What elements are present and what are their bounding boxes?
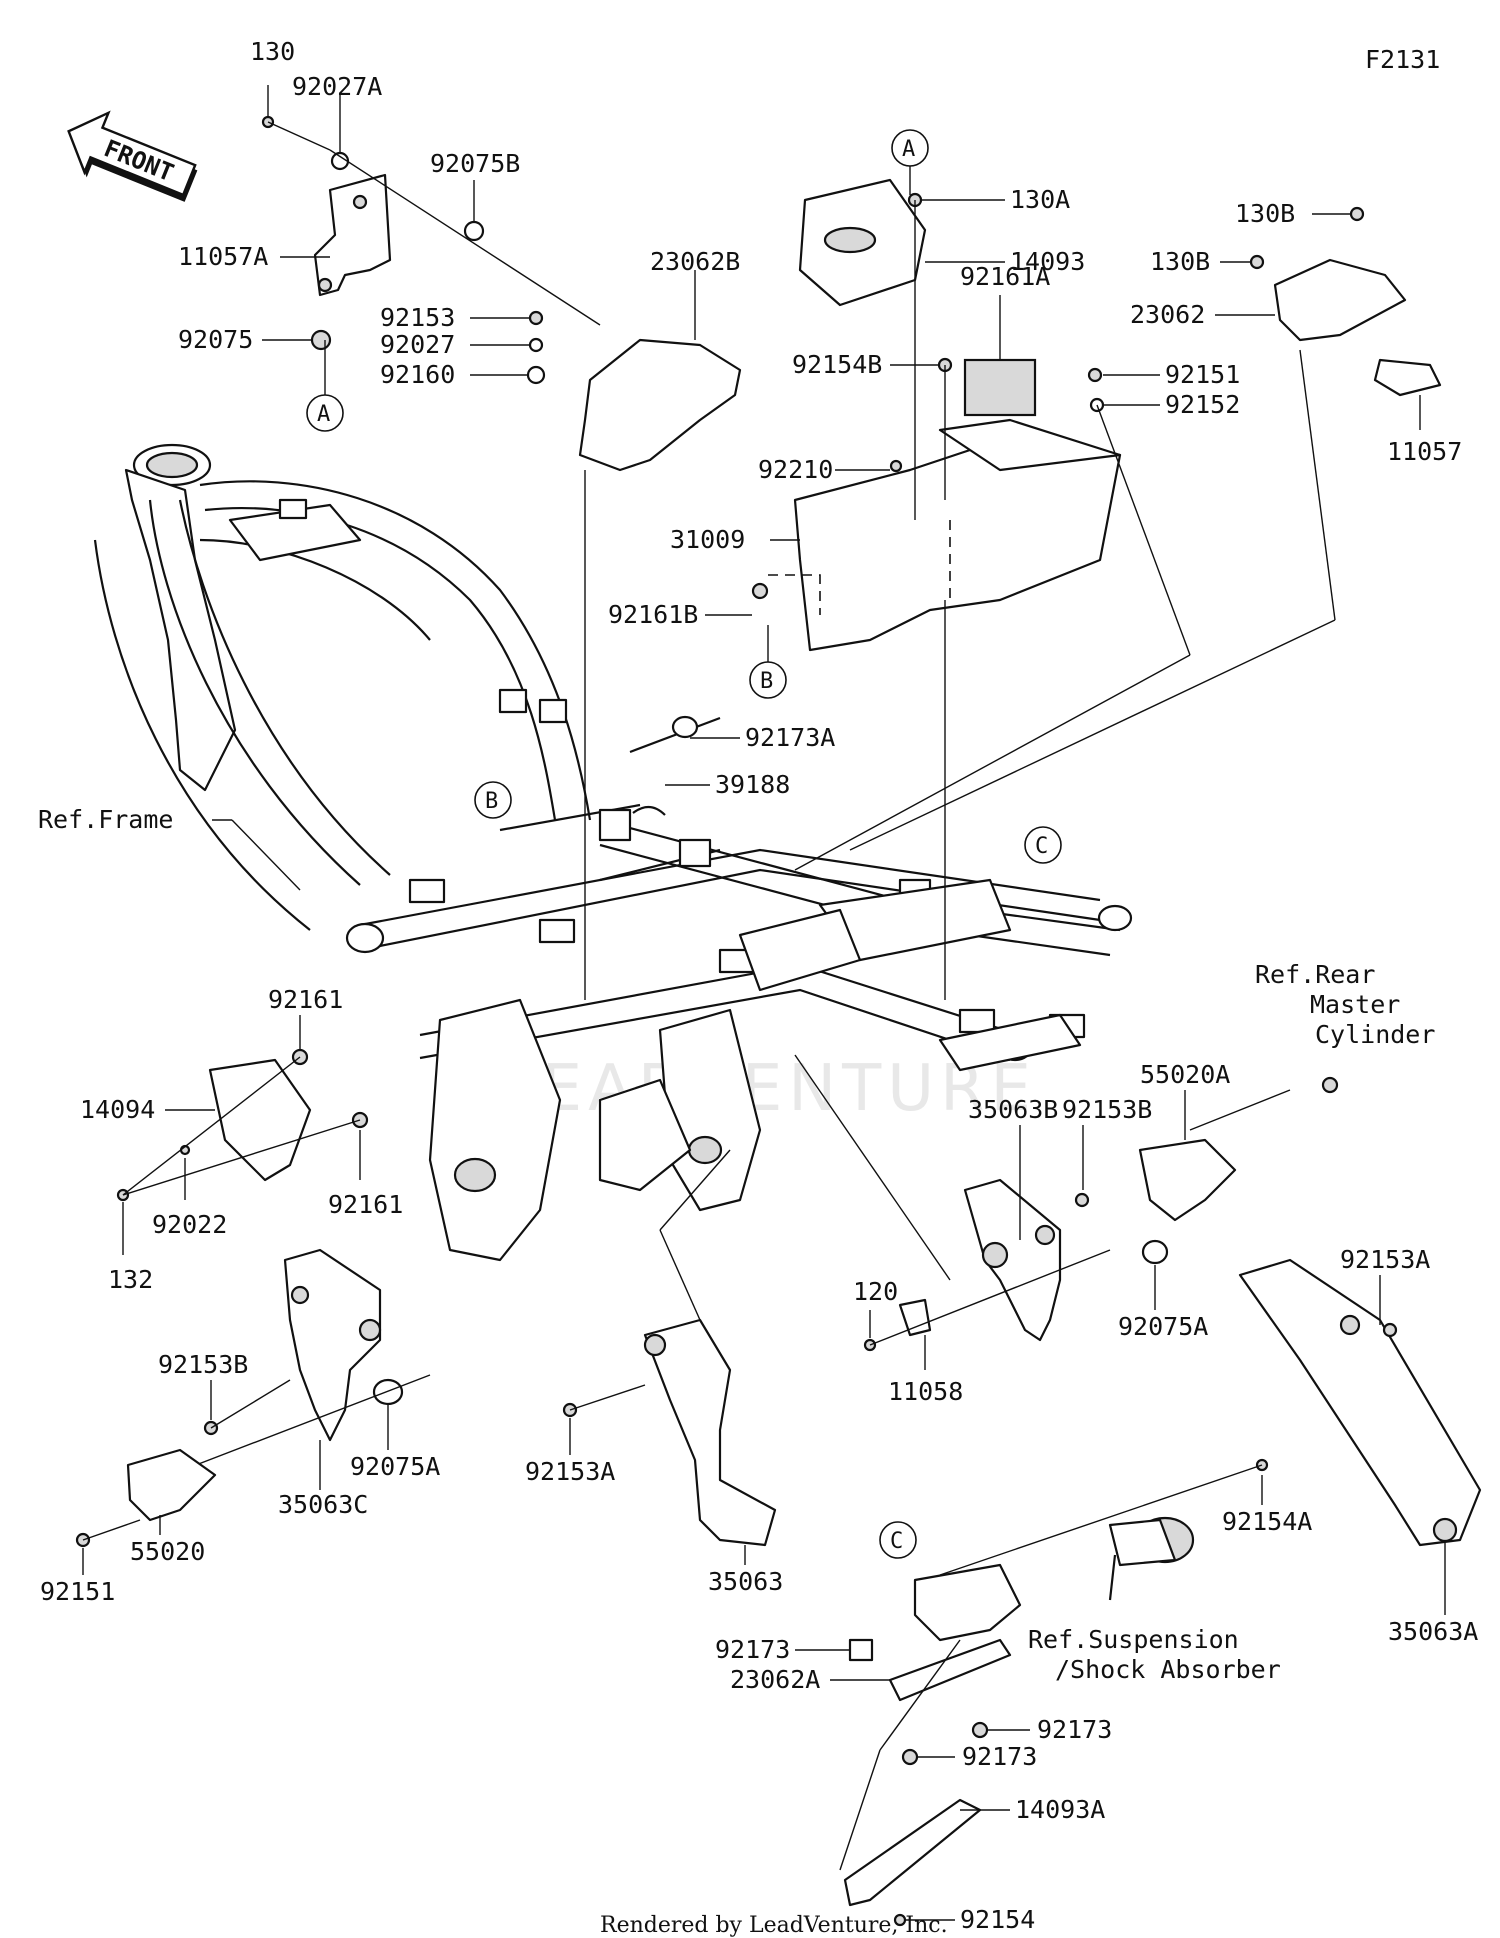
label-14093: 14093 [1010, 247, 1085, 276]
label-ref-rear-2: Master [1310, 990, 1400, 1019]
svg-text:B: B [485, 789, 498, 814]
label-ref-suspension-1: Ref.Suspension [1028, 1625, 1239, 1654]
label-130: 130 [250, 37, 295, 66]
label-130A: 130A [1010, 185, 1070, 214]
label-92151-top: 92151 [1165, 360, 1240, 389]
marker-B-top: B [749, 661, 787, 699]
label-39188: 39188 [715, 770, 790, 799]
label-ref-rear-1: Ref.Rear [1255, 960, 1375, 989]
label-120: 120 [853, 1277, 898, 1306]
label-92075A-right: 92075A [1118, 1312, 1208, 1341]
part-92075A-right [1141, 1239, 1169, 1265]
label-ref-rear-3: Cylinder [1315, 1020, 1435, 1049]
part-35063 [562, 1149, 777, 1547]
label-35063B: 35063B [968, 1095, 1058, 1124]
label-55020: 55020 [130, 1537, 205, 1566]
part-35063B [794, 1054, 1339, 1352]
front-arrow-icon: FRONT [67, 110, 198, 202]
label-11057: 11057 [1387, 437, 1462, 466]
label-ref-frame: Ref.Frame [38, 805, 173, 834]
part-55020 [126, 1448, 217, 1522]
label-11058: 11058 [888, 1377, 963, 1406]
svg-text:C: C [890, 1529, 903, 1554]
label-ref-suspension-2: /Shock Absorber [1055, 1655, 1281, 1684]
label-92173-2: 92173 [1037, 1715, 1112, 1744]
label-92210: 92210 [758, 455, 833, 484]
part-39188 [632, 805, 666, 816]
label-23062B: 23062B [650, 247, 740, 276]
svg-text:C: C [1035, 834, 1048, 859]
leader-lines [82, 85, 1446, 1921]
footer-credit: Rendered by LeadVenture, Inc. [600, 1913, 948, 1938]
label-14094: 14094 [80, 1095, 155, 1124]
label-31009: 31009 [670, 525, 745, 554]
label-92154: 92154 [960, 1905, 1035, 1934]
label-92075A-left: 92075A [350, 1452, 440, 1481]
part-14093A [843, 1798, 982, 1907]
part-11058 [898, 1298, 932, 1337]
part-14094 [116, 1048, 369, 1202]
label-35063A: 35063A [1388, 1617, 1478, 1646]
label-35063C: 35063C [278, 1490, 368, 1519]
label-23062: 23062 [1130, 300, 1205, 329]
label-92027A: 92027A [292, 72, 382, 101]
part-35063A [939, 1258, 1482, 1576]
label-92153B-left: 92153B [158, 1350, 248, 1379]
label-14093A: 14093A [1015, 1795, 1105, 1824]
part-11057A [261, 115, 601, 351]
label-92075: 92075 [178, 325, 253, 354]
part-92161A [963, 358, 1037, 417]
label-92152: 92152 [1165, 390, 1240, 419]
label-23062A: 23062A [730, 1665, 820, 1694]
part-labels: 130 92027A 92075B 11057A 92075 92153 920… [38, 37, 1478, 1934]
part-92075A-left [372, 1378, 404, 1406]
label-35063: 35063 [708, 1567, 783, 1596]
label-92154B: 92154B [792, 350, 882, 379]
marker-A-left: A [306, 394, 344, 432]
shock-absorber [1108, 1516, 1195, 1601]
marker-C-bottom: C [879, 1521, 917, 1559]
marker-B-frame: B [474, 781, 512, 819]
label-92161B: 92161B [608, 600, 698, 629]
marker-A-top: A [891, 129, 929, 167]
label-92153A-middle: 92153A [525, 1457, 615, 1486]
figure-code: F2131 [1365, 45, 1440, 74]
label-92153B-right: 92153B [1062, 1095, 1152, 1124]
label-130B-2: 130B [1150, 247, 1210, 276]
part-31009 [751, 178, 1191, 1000]
part-55020A [1138, 1138, 1237, 1222]
label-92153A-right: 92153A [1340, 1245, 1430, 1274]
label-92027: 92027 [380, 330, 455, 359]
label-92173-3: 92173 [962, 1742, 1037, 1771]
frame [93, 443, 1133, 1262]
svg-text:B: B [760, 669, 773, 694]
part-23062A [839, 1563, 1022, 1927]
marker-C-frame: C [1024, 826, 1062, 864]
part-92173A [629, 715, 721, 816]
label-11057A: 11057A [178, 242, 268, 271]
label-92161-2: 92161 [328, 1190, 403, 1219]
label-130B-1: 130B [1235, 199, 1295, 228]
label-92022: 92022 [152, 1210, 227, 1239]
part-23062B [526, 310, 742, 1000]
label-92173-1: 92173 [715, 1635, 790, 1664]
label-92154A: 92154A [1222, 1507, 1312, 1536]
label-92161-1: 92161 [268, 985, 343, 1014]
watermark: LEADVENTURE [500, 1052, 1037, 1126]
part-11057 [1373, 358, 1442, 397]
svg-text:A: A [317, 402, 330, 427]
label-132: 132 [108, 1265, 153, 1294]
label-92153: 92153 [380, 303, 455, 332]
label-92173A: 92173A [745, 723, 835, 752]
part-23062 [849, 206, 1442, 851]
part-35063C [75, 1248, 431, 1548]
label-92161A: 92161A [960, 262, 1050, 291]
part-92173-1 [848, 1638, 874, 1662]
label-92151-bottom: 92151 [40, 1577, 115, 1606]
label-92075B: 92075B [430, 149, 520, 178]
label-92160: 92160 [380, 360, 455, 389]
svg-text:A: A [902, 137, 915, 162]
label-55020A: 55020A [1140, 1060, 1230, 1089]
